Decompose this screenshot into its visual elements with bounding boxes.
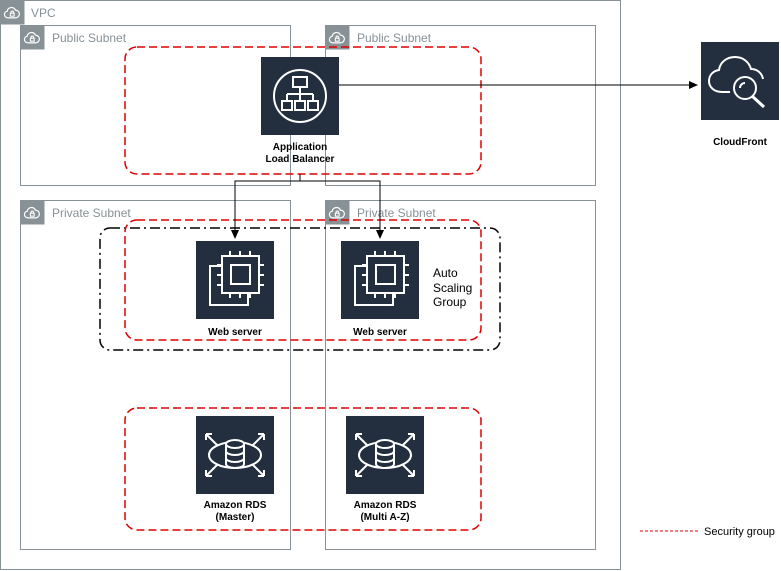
- subnet-icon-bg: [20, 25, 45, 50]
- subnet-label: Private Subnet: [52, 206, 131, 220]
- connectors: [231, 81, 698, 239]
- cloudfront-icon-bg: [701, 42, 779, 120]
- rds-database-icon: [355, 433, 415, 477]
- subnet-label: Public Subnet: [357, 31, 432, 45]
- public-subnet-left: Public Subnet: [20, 25, 291, 186]
- vpc-label: VPC: [31, 6, 56, 20]
- rds-master-label-line1: Amazon RDS: [204, 500, 267, 511]
- ec2-icon-bg: [196, 241, 274, 319]
- rds-database-icon: [205, 433, 265, 477]
- web-server-left-node[interactable]: Web server: [196, 241, 274, 338]
- rds-multi-az-node[interactable]: Amazon RDS (Multi A-Z): [346, 416, 424, 523]
- ec2-chip-icon: [354, 251, 409, 306]
- legend: Security group: [640, 526, 775, 538]
- asg-label-line1: Auto: [433, 266, 458, 280]
- alb-label-line2: Load Balancer: [266, 154, 335, 165]
- subnet-border: [325, 25, 596, 186]
- alb-label-line1: Application: [273, 142, 327, 153]
- alb-to-web-right-arrow: [299, 174, 384, 239]
- security-group-alb: [124, 46, 482, 175]
- alb-node[interactable]: Application Load Balancer: [261, 57, 339, 165]
- cloudfront-icon: [707, 55, 766, 109]
- web-server-left-label: Web server: [208, 327, 262, 338]
- subnet-border: [325, 200, 596, 550]
- cloudfront-node[interactable]: CloudFront: [701, 42, 779, 148]
- vpc-border: [0, 0, 621, 570]
- legend-security-group-label: Security group: [704, 526, 775, 538]
- public-subnet-right: Public Subnet: [325, 25, 596, 186]
- vpc-group: VPC: [0, 0, 621, 570]
- asg-label-line3: Group: [433, 295, 467, 309]
- asg-label-line2: Scaling: [433, 281, 472, 295]
- subnet-icon-bg: [325, 200, 350, 225]
- subnet-label: Public Subnet: [52, 31, 127, 45]
- subnet-border: [20, 200, 291, 550]
- elastic-load-balancing-icon: [273, 69, 327, 123]
- subnet-icon-bg: [20, 200, 45, 225]
- vpc-icon-bg: [0, 0, 25, 25]
- web-server-right-label: Web server: [353, 327, 407, 338]
- subnet-label: Private Subnet: [357, 206, 436, 220]
- rds-master-node[interactable]: Amazon RDS (Master): [196, 416, 274, 523]
- security-group-rds: [124, 407, 482, 531]
- ec2-chip-icon: [209, 251, 264, 306]
- rds-multi-az-label-line1: Amazon RDS: [354, 500, 417, 511]
- subnet-border: [20, 25, 291, 186]
- auto-scaling-group-border: [99, 227, 501, 351]
- rds-multi-az-label-line2: (Multi A-Z): [360, 512, 409, 523]
- private-subnet-right: Private Subnet: [325, 200, 596, 550]
- cloudfront-label: CloudFront: [713, 137, 768, 148]
- auto-scaling-group-label: Auto Scaling Group: [433, 266, 472, 309]
- private-subnet-left: Private Subnet: [20, 200, 291, 550]
- web-server-right-node[interactable]: Web server: [341, 241, 419, 338]
- rds-master-label-line2: (Master): [216, 512, 255, 523]
- security-group-web: [124, 219, 482, 341]
- ec2-icon-bg: [341, 241, 419, 319]
- subnet-icon-bg: [325, 25, 350, 50]
